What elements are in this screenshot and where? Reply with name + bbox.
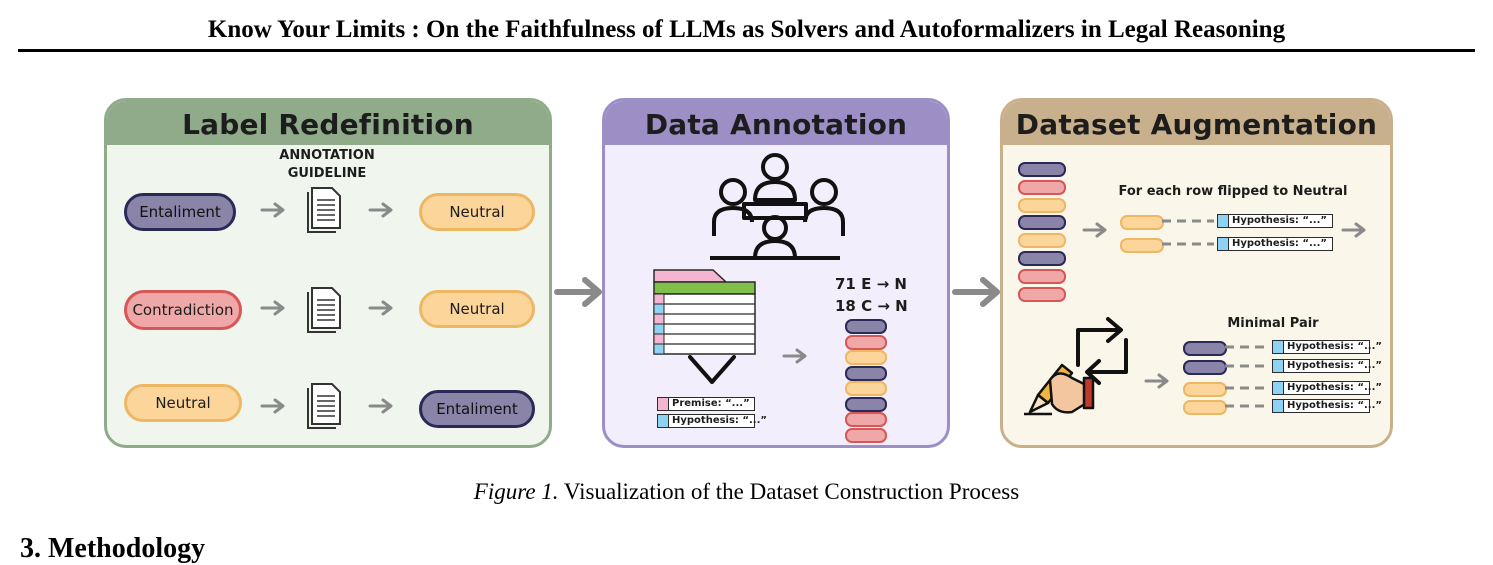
hypothesis-tag: Hypothesis: “...” <box>656 413 767 428</box>
figure-drawings <box>260 153 1366 429</box>
arrow-right-icon <box>557 280 599 304</box>
figure-caption: Figure 1. Visualization of the Dataset C… <box>0 479 1493 505</box>
contradiction-row <box>845 412 887 427</box>
panel-title: Dataset Augmentation <box>1003 101 1390 145</box>
arrow-right-icon <box>260 300 285 316</box>
panel-title: Label Redefinition <box>107 101 549 145</box>
arrow-right-icon <box>260 398 285 414</box>
chevron-down-icon <box>688 355 736 384</box>
contradiction-row <box>1018 286 1066 302</box>
section-heading: 3. Methodology <box>20 533 206 564</box>
annotators-meeting-icon <box>710 153 845 260</box>
document-icon <box>307 287 341 333</box>
hypothesis-tag: Hypothesis: “...” <box>1271 380 1382 395</box>
entailment-row <box>845 365 887 381</box>
entailment-row <box>1018 215 1066 231</box>
minimal-pair-label: Minimal Pair <box>1227 316 1319 331</box>
running-title: Know Your Limits : On the Faithfulness o… <box>207 16 1286 43</box>
count-contradiction-to-neutral: 18 C → N <box>835 297 908 315</box>
spreadsheet-icon <box>653 269 756 355</box>
arrow-right-icon <box>955 280 997 304</box>
label-pill-entailment: Entaliment <box>124 193 236 231</box>
hypothesis-tag: Hypothesis: “...” <box>1216 213 1333 228</box>
document-icon <box>307 187 341 233</box>
figure-caption-text: Visualization of the Dataset Constructio… <box>563 479 1020 504</box>
neutral-row <box>1018 233 1066 249</box>
hypothesis-tag: Hypothesis: “...” <box>1271 398 1382 413</box>
hypothesis-tag: Hypothesis: “...” <box>1271 358 1382 373</box>
hypothesis-tag: Hypothesis: “...” <box>1216 236 1333 251</box>
hypothesis-marker <box>1271 339 1284 354</box>
entailment-row <box>845 396 887 412</box>
hypothesis-marker <box>1216 213 1229 228</box>
count-entailment-to-neutral: 71 E → N <box>835 275 907 293</box>
arrow-right-icon <box>368 202 393 218</box>
label-pill-neutral: Neutral <box>124 384 242 422</box>
annotation-guideline-label: ANNOTATION GUIDELINE <box>279 148 375 181</box>
label-pill-neutral: Neutral <box>419 290 535 328</box>
label-pill-neutral: Neutral <box>419 193 535 231</box>
arrow-right-icon <box>368 300 393 316</box>
arrow-right-icon <box>368 398 393 414</box>
contradiction-row <box>1018 268 1066 284</box>
figure-label: Figure 1. <box>473 479 559 504</box>
premise-tag: Premise: “...” <box>656 396 755 411</box>
label-pill-entailment: Entaliment <box>419 390 535 428</box>
arrow-right-icon <box>1341 222 1366 238</box>
entailment-row <box>1018 162 1066 177</box>
arrow-right-icon <box>1144 373 1169 389</box>
hypothesis-marker <box>1271 398 1284 413</box>
flipped-row-label: For each row flipped to Neutral <box>1118 184 1348 199</box>
contradiction-row <box>845 334 887 350</box>
premise-marker <box>656 396 669 411</box>
entailment-row <box>845 319 887 334</box>
label-pill-contradiction: Contradiction <box>124 290 242 330</box>
contradiction-row <box>1018 179 1066 195</box>
hypothesis-marker <box>1271 380 1284 395</box>
contradiction-row <box>845 427 887 443</box>
header-rule <box>18 49 1475 52</box>
entailment-row <box>1018 251 1066 266</box>
connector-dashes <box>1162 219 1269 408</box>
hypothesis-tag: Hypothesis: “...” <box>1271 339 1382 354</box>
arrow-right-icon <box>782 348 807 364</box>
refresh-icon <box>1076 317 1128 385</box>
hand-writing-icon <box>1024 363 1095 416</box>
hypothesis-marker <box>1271 358 1284 373</box>
neutral-row <box>845 350 887 365</box>
arrow-right-icon <box>260 202 285 218</box>
hypothesis-marker <box>656 413 669 428</box>
neutral-row <box>845 381 887 396</box>
document-icon <box>307 383 341 429</box>
hypothesis-marker <box>1216 236 1229 251</box>
arrow-right-icon <box>1082 222 1107 238</box>
neutral-row <box>1018 197 1066 213</box>
panel-title: Data Annotation <box>605 101 947 145</box>
